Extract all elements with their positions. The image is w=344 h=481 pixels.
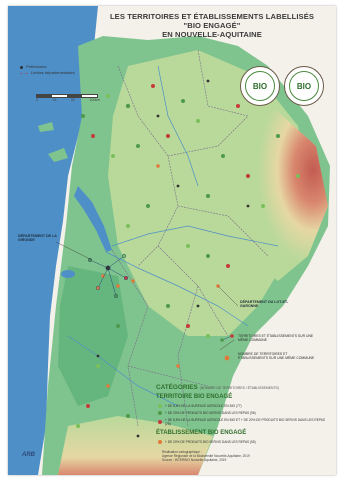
top-legend: Préfectures Limites départementales xyxy=(20,64,75,76)
ocean-top xyxy=(8,6,98,86)
relief-map xyxy=(8,6,330,475)
title-line-2: "BIO ENGAGÉ" xyxy=(183,21,241,30)
category-item: + DE 8,5% DE LA SURFACE AGRICOLE EN BIO … xyxy=(158,404,328,408)
territory-markers xyxy=(76,84,300,428)
category-swatch xyxy=(158,404,162,408)
landes xyxy=(58,266,128,406)
gironde-estuary xyxy=(74,186,112,252)
category-swatch xyxy=(158,411,162,415)
etablissement-section-title: ÉTABLISSEMENT BIO ENGAGÉ xyxy=(156,430,247,436)
category-swatch xyxy=(158,420,162,424)
massif-central xyxy=(228,110,328,281)
etablissement-bio-logo: BIO xyxy=(284,66,324,106)
label-lot-et-garonne: DÉPARTEMENT DU LOT-ET-GARONNE xyxy=(240,300,289,309)
map-poster: LES TERRITOIRES ET ÉTABLISSEMENTS LABELL… xyxy=(8,6,336,475)
category-item: + DE 8,5% DE LA SURFACE AGRICOLE EN BIO … xyxy=(158,418,328,426)
title-line-1: LES TERRITOIRES ET ÉTABLISSEMENTS LABELL… xyxy=(109,12,315,21)
territoire-section-title: TERRITOIRE BIO ENGAGÉ xyxy=(156,394,233,400)
category-item: + DE 20% DE PRODUITS BIO SERVIS DANS LES… xyxy=(158,411,328,415)
categories-title: CATÉGORIES (NOMBRE DE TERRITOIRES / ÉTAB… xyxy=(156,384,279,391)
label-gironde: DÉPARTEMENT DE LA GIRONDE xyxy=(18,234,57,243)
arb-logo: ARB xyxy=(22,452,35,458)
territoire-bio-logo: BIO xyxy=(240,66,280,106)
category-swatch xyxy=(158,440,162,444)
category-item: + DE 20% DE PRODUITS BIO SERVIS DANS LES… xyxy=(158,440,328,444)
legend-count: NOMBRE DE TERRITOIRES ET ÉTABLISSEMENTS … xyxy=(238,352,315,361)
credits: Réalisation cartographique : Agence Régi… xyxy=(162,450,250,462)
prefecture-icon xyxy=(20,65,23,69)
poster-title: LES TERRITOIRES ET ÉTABLISSEMENTS LABELL… xyxy=(96,12,328,39)
scale-bar: 0 25 50 100km xyxy=(36,94,100,102)
title-line-3: EN NOUVELLE-AQUITAINE xyxy=(162,30,262,39)
boundary-icon xyxy=(20,72,28,74)
ocean xyxy=(8,46,88,475)
bordeaux-cluster xyxy=(87,253,129,299)
pyrenees xyxy=(58,416,213,475)
legend-multi: TERRITOIRES ET ÉTABLISSEMENTS SUR UNE MÊ… xyxy=(238,334,314,343)
